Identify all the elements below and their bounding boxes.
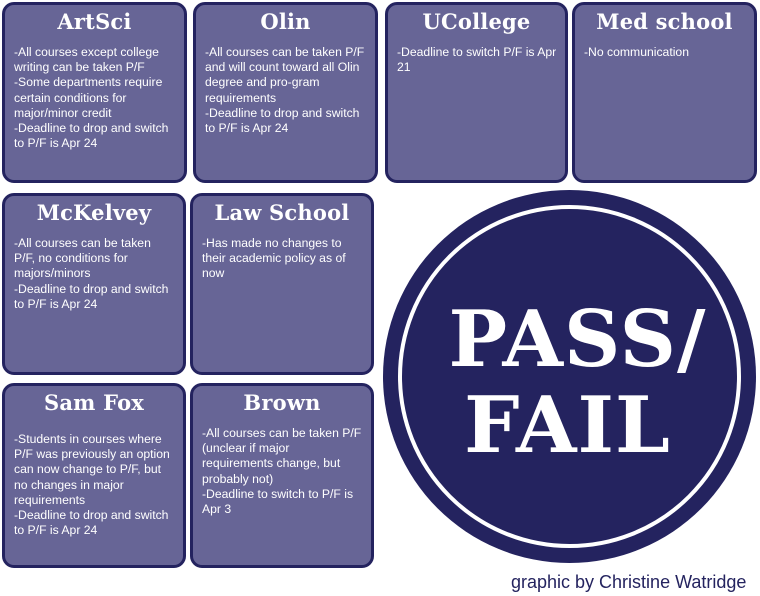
card-law-school: Law School -Has made no changes to their…	[190, 193, 374, 375]
card-artsci: ArtSci -All courses except college writi…	[2, 2, 187, 183]
card-title-sam-fox: Sam Fox	[44, 390, 144, 415]
card-title-med-school: Med school	[596, 9, 733, 34]
card-sam-fox: Sam Fox -Students in courses where P/F w…	[2, 383, 186, 568]
card-body-sam-fox: -Students in courses where P/F was previ…	[14, 432, 170, 538]
card-title-brown: Brown	[243, 390, 321, 415]
badge-text-pass: PASS/	[448, 294, 707, 385]
badge-ring	[398, 205, 741, 548]
card-body-law-school: -Has made no changes to their academic p…	[202, 236, 346, 281]
card-body-ucollege: -Deadline to switch P/F is Apr 21	[397, 45, 557, 75]
card-mckelvey: McKelvey -All courses can be taken P/F, …	[2, 193, 186, 375]
card-title-olin: Olin	[260, 9, 311, 34]
pass-fail-badge: PASS/ FAIL	[383, 190, 756, 563]
card-body-brown: -All courses can be taken P/F (unclear i…	[202, 426, 362, 517]
card-med-school: Med school -No communication	[572, 2, 757, 183]
card-ucollege: UCollege -Deadline to switch P/F is Apr …	[385, 2, 568, 183]
card-body-artsci: -All courses except college writing can …	[14, 45, 169, 151]
card-brown: Brown -All courses can be taken P/F (unc…	[190, 383, 374, 568]
card-title-ucollege: UCollege	[422, 9, 531, 34]
graphic-credit: graphic by Christine Watridge	[511, 572, 747, 592]
card-body-mckelvey: -All courses can be taken P/F, no condit…	[14, 236, 169, 311]
card-title-law-school: Law School	[214, 200, 350, 225]
card-olin: Olin -All courses can be taken P/F and w…	[193, 2, 378, 183]
card-title-artsci: ArtSci	[57, 9, 132, 34]
card-title-mckelvey: McKelvey	[36, 200, 152, 225]
card-body-olin: -All courses can be taken P/F and will c…	[205, 45, 365, 136]
badge-text-fail: FAIL	[464, 380, 671, 471]
card-body-med-school: -No communication	[584, 45, 689, 59]
